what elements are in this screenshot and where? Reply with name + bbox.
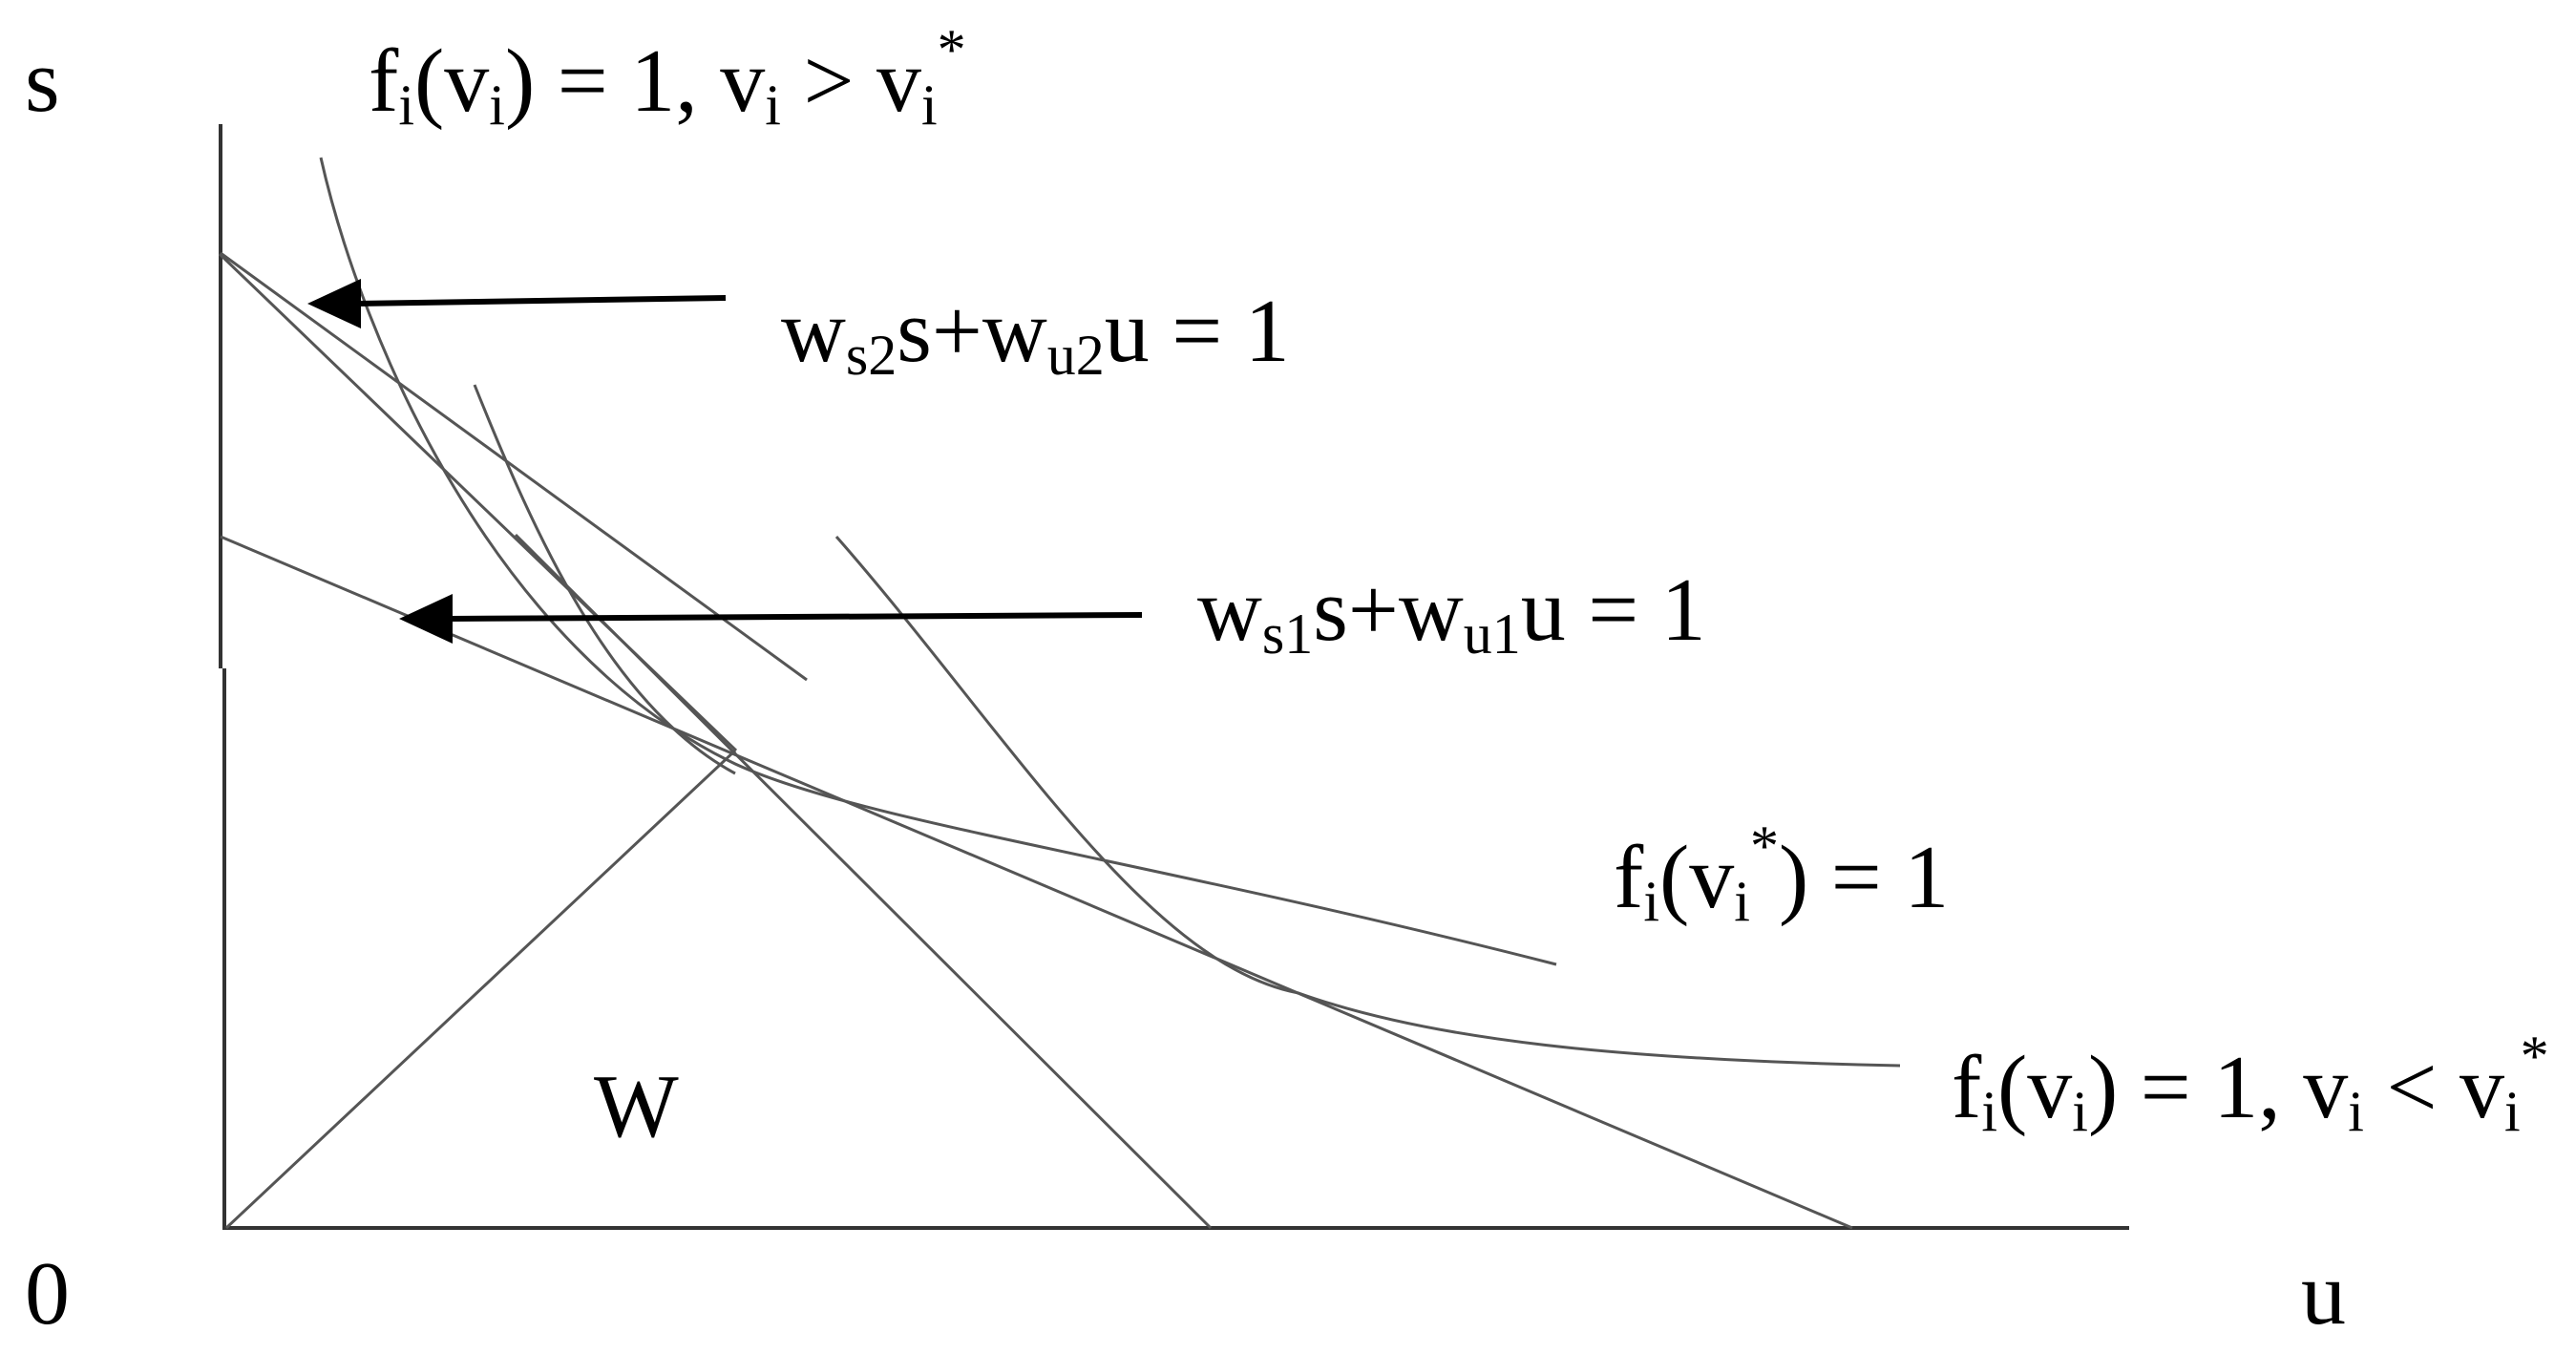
isocost-line-2-lower bbox=[218, 252, 738, 752]
isocost-line-1 bbox=[220, 535, 1853, 1230]
isocost-line-2-upper bbox=[220, 251, 808, 682]
arrowhead-line1 bbox=[399, 594, 453, 644]
arrow-to-line2 bbox=[352, 295, 727, 307]
arrows bbox=[307, 279, 1143, 644]
ray-from-origin bbox=[224, 749, 737, 1230]
isocost-line-2-label: ws2s+wu2u = 1 bbox=[781, 282, 1290, 387]
low-curve-label: fi(vi) = 1, vi < vi* bbox=[1952, 1025, 2549, 1143]
top-curve-label: fi(vi) = 1, vi > vi* bbox=[369, 18, 966, 137]
arrow-to-line1 bbox=[448, 612, 1143, 622]
isoquant-curves bbox=[319, 157, 1901, 1068]
isocost-lines bbox=[218, 251, 1853, 1230]
curve-vi-lower bbox=[834, 536, 1901, 1068]
curve-vi-greater bbox=[319, 157, 1557, 966]
axes bbox=[219, 124, 2129, 1230]
curve-vi-star-steep bbox=[473, 384, 736, 775]
origin-label: 0 bbox=[25, 1244, 70, 1343]
isocost-line-1-label: ws1s+wu1u = 1 bbox=[1197, 561, 1706, 666]
mid-curve-label: fi(vi*) = 1 bbox=[1614, 815, 1949, 933]
region-w-label: W bbox=[594, 1057, 679, 1156]
arrowhead-line2 bbox=[307, 279, 361, 328]
x-axis-label: u bbox=[2301, 1244, 2346, 1343]
y-axis-label: s bbox=[25, 32, 60, 131]
